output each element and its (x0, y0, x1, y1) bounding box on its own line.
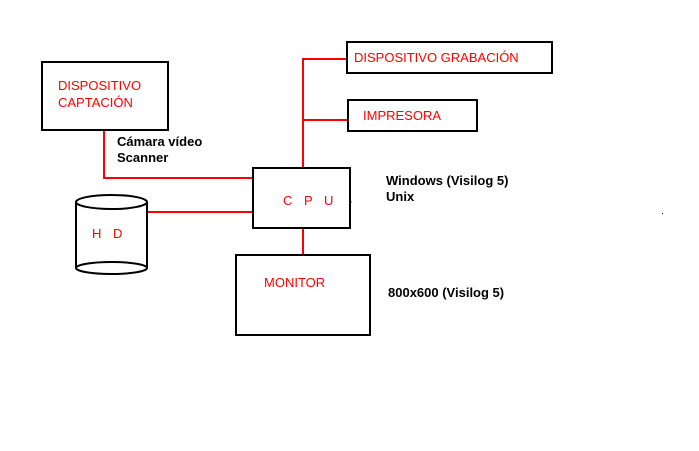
printer-box (347, 99, 478, 132)
os-note-line1: Windows (Visilog 5) (386, 173, 509, 188)
connector-capture-cpu (103, 131, 253, 179)
printer-label: IMPRESORA (363, 108, 442, 123)
monitor-label: MONITOR (264, 275, 326, 290)
cpu-label: C P U (283, 193, 338, 208)
connector-cpu-recording (302, 58, 347, 168)
stray-dot (662, 213, 663, 214)
resolution-note: 800x600 (Visilog 5) (388, 285, 505, 300)
hd-cylinder (75, 194, 148, 275)
os-note-line2: Unix (386, 189, 415, 204)
capture-device-label-line1: DISPOSITIVO (58, 78, 142, 93)
recording-device-label: DISPOSITIVO GRABACIÓN (354, 50, 519, 65)
capture-devices-note-line1: Cámara vídeo (117, 134, 203, 149)
capture-device-label-line2: CAPTACIÓN (58, 95, 133, 110)
recording-device-box (346, 41, 553, 74)
monitor-box (235, 254, 371, 336)
cpu-box (252, 167, 351, 229)
capture-device-box (41, 61, 169, 131)
hd-label: H D (92, 226, 127, 241)
capture-devices-note-line2: Scanner (117, 150, 169, 165)
